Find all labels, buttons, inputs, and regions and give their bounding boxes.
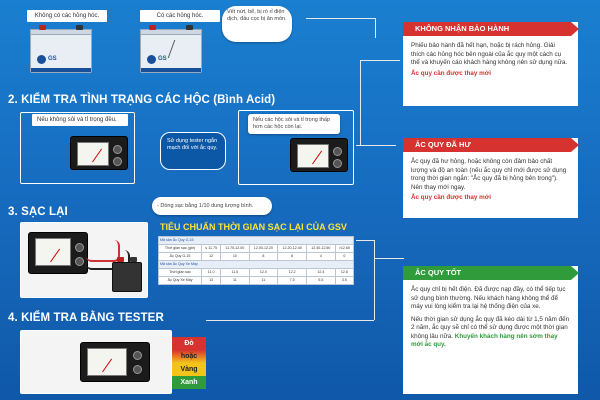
connector-line	[306, 18, 376, 19]
legend-green: Xanh	[172, 376, 206, 389]
bubble-damage: Có các hỏng hóc.	[140, 10, 220, 22]
legend-red: Đỏ	[172, 337, 206, 350]
panel-good-tag: Khuyến khách hàng nên sớm thay mới ắc qu…	[411, 332, 558, 349]
step-4-heading: 4. KIỂM TRA BẰNG TESTER	[8, 312, 164, 324]
bubble-no-damage: Không có các hỏng hóc.	[27, 10, 107, 22]
charger-device	[28, 232, 88, 274]
panel-no-warranty-body: Phiếu bảo hành đã hết hạn, hoặc bị rách …	[411, 42, 568, 66]
bubble-acid-even: Nếu không sôi và tỉ trọng đều.	[32, 114, 128, 126]
step-2-heading: 2. KIỂM TRA TÌNH TRẠNG CÁC HỘC (Bình Aci…	[8, 94, 276, 106]
bubble-tester-note: Sử dụng tester ngắn mạch đối với ắc quy.	[160, 132, 226, 170]
charger-cable-red	[86, 240, 120, 262]
step-3-heading: 3. SẠC LẠI	[8, 206, 68, 218]
panel-damaged-title: ẮC QUY ĐÃ HƯ	[403, 138, 579, 152]
battery-damaged: GS	[140, 25, 202, 73]
panel-good-title: ẮC QUY TỐT	[403, 266, 579, 280]
crack-mark	[167, 40, 193, 58]
legend-yellow: Vàng	[172, 363, 206, 376]
connector-line	[356, 240, 374, 241]
bubble-acid-uneven: Nếu các hộc sôi và tỉ trọng thấp hơn các…	[248, 114, 340, 134]
connector-line	[360, 60, 400, 61]
panel-no-warranty-tag: Ắc quy cần được thay mới	[411, 69, 491, 77]
battery-logo: GS	[37, 55, 61, 65]
bubble-crack-note: Vết nứt, bể, bị rò rỉ điện dịch, đầu cọc…	[222, 6, 292, 42]
connector-line	[206, 320, 374, 321]
panel-damaged-tag: Ắc quy cần được thay mới	[411, 194, 491, 201]
charge-time-table: Mã sản Ắc Quy G-15 Thời gian sạc (giờ) ≤…	[157, 236, 355, 285]
acid-tester-right	[290, 138, 348, 172]
acid-panel-right	[238, 110, 354, 185]
acid-panel-left	[20, 112, 135, 184]
connector-line	[360, 60, 361, 146]
connector-line	[375, 18, 376, 38]
battery-logo: GS	[147, 55, 171, 65]
bubble-recharge-note: - Dòng sạc bằng 1/10 dung lượng bình.	[152, 197, 272, 215]
panel-good-body2: Nếu thời gian sử dụng ắc quy đã kéo dài …	[411, 315, 570, 349]
panel-damaged: ẮC QUY ĐÃ HƯ Ắc quy đã hư hỏng, hoặc khô…	[403, 138, 579, 218]
battery-tester-device	[80, 342, 150, 382]
panel-good-body: Ắc quy chỉ bị hết điện. Đã được nạp đầy,…	[411, 286, 566, 310]
panel-no-warranty-title: KHÔNG NHẬN BẢO HÀNH	[403, 22, 579, 36]
panel-good: ẮC QUY TỐT Ắc quy chỉ bị hết điện. Đã đư…	[403, 266, 579, 394]
panel-no-warranty: KHÔNG NHẬN BẢO HÀNH Phiếu bảo hành đã hế…	[403, 22, 579, 106]
charger-cable-black	[86, 250, 130, 270]
charging-battery	[112, 257, 142, 292]
battery-good: GS	[30, 25, 92, 73]
panel-damaged-body: Ắc quy đã hư hỏng, hoặc không còn đảm bả…	[411, 158, 567, 191]
legend-or: hoặc	[172, 350, 206, 363]
connector-line	[356, 145, 396, 146]
connector-line	[374, 240, 375, 320]
connector-line	[374, 258, 404, 259]
acid-tester-left	[70, 136, 128, 170]
table-title: TIÊU CHUẨN THỜI GIAN SẠC LẠI CỦA GSV	[160, 222, 347, 232]
